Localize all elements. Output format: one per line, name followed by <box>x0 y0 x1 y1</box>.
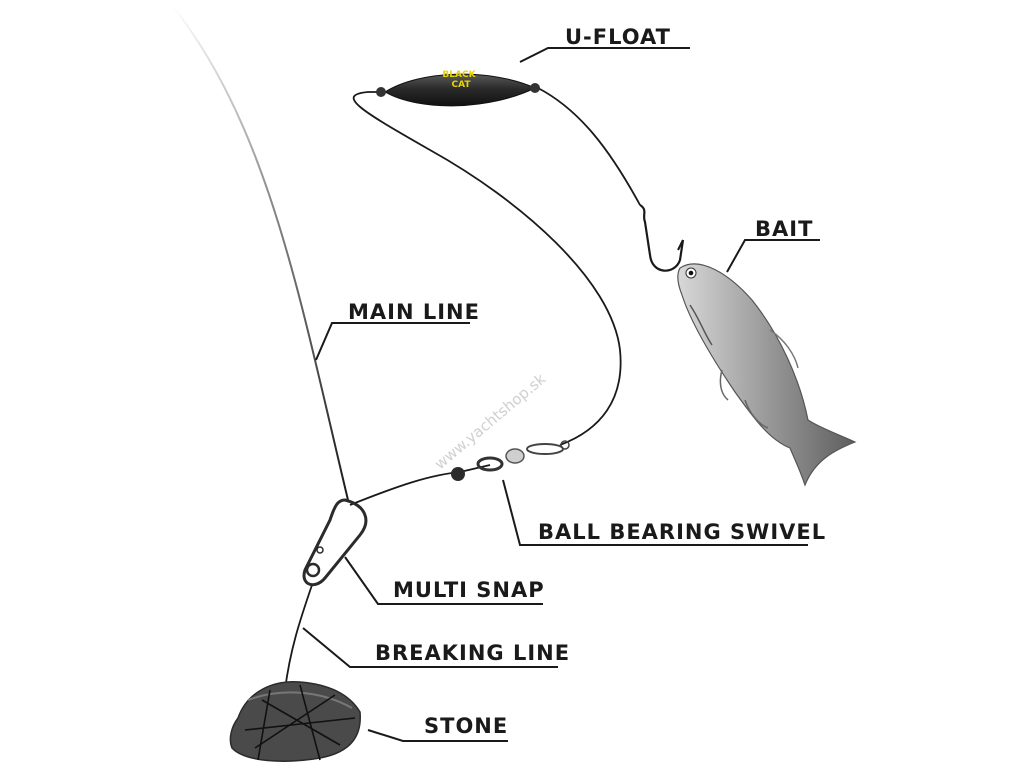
label-multi-snap-text: MULTI SNAP <box>393 578 545 602</box>
snap-icon <box>302 498 368 587</box>
label-u-float: U-FLOAT <box>519 25 690 63</box>
label-stone-text: STONE <box>424 714 508 738</box>
label-bait-text: BAIT <box>755 217 813 241</box>
stone-icon <box>229 681 361 762</box>
label-breaking-line-text: BREAKING LINE <box>375 641 570 665</box>
main-line <box>171 4 349 501</box>
label-breaking-line: BREAKING LINE <box>302 627 570 668</box>
label-main-line: MAIN LINE <box>315 300 480 361</box>
float-logo-line2: CAT <box>451 80 471 90</box>
label-main-line-text: MAIN LINE <box>348 300 480 324</box>
fish-icon <box>677 263 857 487</box>
label-ball-bearing-swivel-text: BALL BEARING SWIVEL <box>538 520 826 544</box>
rig-line-to-hook <box>537 87 641 206</box>
label-bait: BAIT <box>726 217 820 273</box>
breaking-line <box>284 584 313 691</box>
label-u-float-text: U-FLOAT <box>565 25 671 49</box>
swivel-icon <box>451 440 570 481</box>
label-ball-bearing-swivel: BALL BEARING SWIVEL <box>502 479 826 546</box>
u-float-icon: BLACK CAT <box>376 70 540 107</box>
label-multi-snap: MULTI SNAP <box>344 556 545 605</box>
hook-icon <box>639 204 685 272</box>
label-stone: STONE <box>367 714 508 742</box>
float-logo-line1: BLACK <box>442 70 476 80</box>
rig-line-to-float <box>349 91 622 506</box>
